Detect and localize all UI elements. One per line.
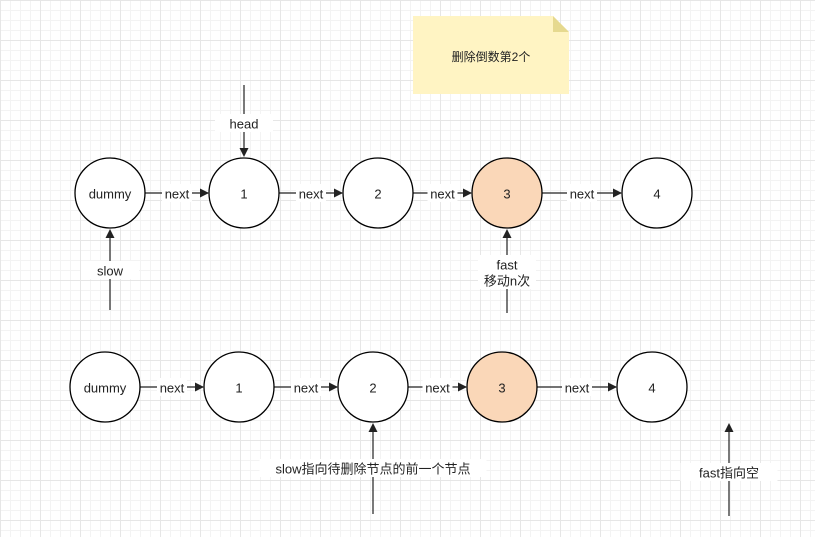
node-n4: 4 bbox=[621, 157, 693, 229]
next-label: next bbox=[294, 381, 319, 396]
next-label-bg bbox=[422, 378, 453, 396]
note-fold bbox=[553, 16, 569, 32]
pointer-slow-top: slow bbox=[81, 237, 139, 310]
next-label: next bbox=[570, 187, 595, 202]
pointer-label: fast指向空 bbox=[699, 466, 759, 481]
node-dummy: dummy bbox=[74, 157, 146, 229]
next-arrow-head bbox=[334, 188, 343, 198]
pointer-label-bg bbox=[478, 255, 536, 273]
next-label-bg bbox=[562, 378, 592, 396]
next-arrow-head bbox=[200, 188, 209, 198]
next-arrow-head bbox=[463, 188, 472, 198]
next-label: next bbox=[430, 187, 455, 202]
next-arrow-head bbox=[608, 382, 617, 392]
pointer-label-bg bbox=[215, 114, 273, 132]
pointer-label-bg bbox=[81, 261, 139, 279]
note-body bbox=[413, 16, 569, 94]
next-label: next bbox=[160, 381, 185, 396]
pointer-slow-bottom: slow指向待删除节点的前一个节点 bbox=[259, 431, 487, 514]
next-arrow-head bbox=[329, 382, 338, 392]
node-label: 4 bbox=[653, 187, 660, 202]
pointer-label: fast bbox=[497, 258, 518, 273]
node-n2: 2 bbox=[337, 351, 409, 423]
next-label-bg bbox=[296, 184, 326, 202]
next-label: next bbox=[565, 381, 590, 396]
next-label-bg bbox=[157, 378, 187, 396]
pointer-label-bg bbox=[259, 459, 487, 477]
node-n3: 3 bbox=[466, 351, 538, 423]
node-label: 4 bbox=[648, 381, 655, 396]
next-label-bg bbox=[162, 184, 192, 202]
note-text: 删除倒数第2个 bbox=[452, 49, 531, 64]
node-label: 2 bbox=[374, 187, 381, 202]
next-arrow-head bbox=[613, 188, 622, 198]
list-row-2: next next next next dummy 1 2 3 4 bbox=[69, 351, 688, 423]
next-label-bg bbox=[427, 184, 458, 202]
node-label: 1 bbox=[235, 381, 242, 396]
pointer-label: 移动n次 bbox=[484, 274, 530, 289]
sticky-note: 删除倒数第2个 bbox=[413, 16, 569, 94]
pointer-arrow-head bbox=[105, 229, 115, 238]
next-arrow-head bbox=[458, 382, 467, 392]
node-label: 3 bbox=[503, 187, 510, 202]
node-label: 2 bbox=[369, 381, 376, 396]
pointer-label-bg bbox=[478, 271, 536, 289]
pointer-label: slow bbox=[97, 264, 124, 279]
pointer-arrow-head bbox=[502, 229, 512, 238]
node-n3: 3 bbox=[471, 157, 543, 229]
pointer-label: slow指向待删除节点的前一个节点 bbox=[275, 462, 470, 477]
list-row-1: next next next next dummy 1 2 3 4 bbox=[74, 157, 693, 229]
node-label: 1 bbox=[240, 187, 247, 202]
next-label: next bbox=[299, 187, 324, 202]
pointer-arrow-head bbox=[368, 423, 378, 432]
node-n2: 2 bbox=[342, 157, 414, 229]
next-label: next bbox=[165, 187, 190, 202]
pointer-label: head bbox=[230, 117, 259, 132]
next-label: next bbox=[425, 381, 450, 396]
next-label-bg bbox=[567, 184, 597, 202]
node-n4: 4 bbox=[616, 351, 688, 423]
node-dummy: dummy bbox=[69, 351, 141, 423]
node-label: 3 bbox=[498, 381, 505, 396]
node-circle bbox=[74, 157, 146, 229]
next-arrow-head bbox=[195, 382, 204, 392]
pointer-arrow-head bbox=[724, 423, 734, 432]
node-label: dummy bbox=[84, 381, 127, 396]
node-n1: 1 bbox=[208, 157, 280, 229]
pointer-label-bg bbox=[680, 463, 778, 481]
node-n1: 1 bbox=[203, 351, 275, 423]
pointer-fast-bottom: fast指向空 bbox=[680, 431, 778, 516]
pointer-arrow-head bbox=[239, 148, 249, 157]
next-label-bg bbox=[291, 378, 321, 396]
node-label: dummy bbox=[89, 187, 132, 202]
node-circle bbox=[69, 351, 141, 423]
pointer-head: head bbox=[215, 85, 273, 149]
